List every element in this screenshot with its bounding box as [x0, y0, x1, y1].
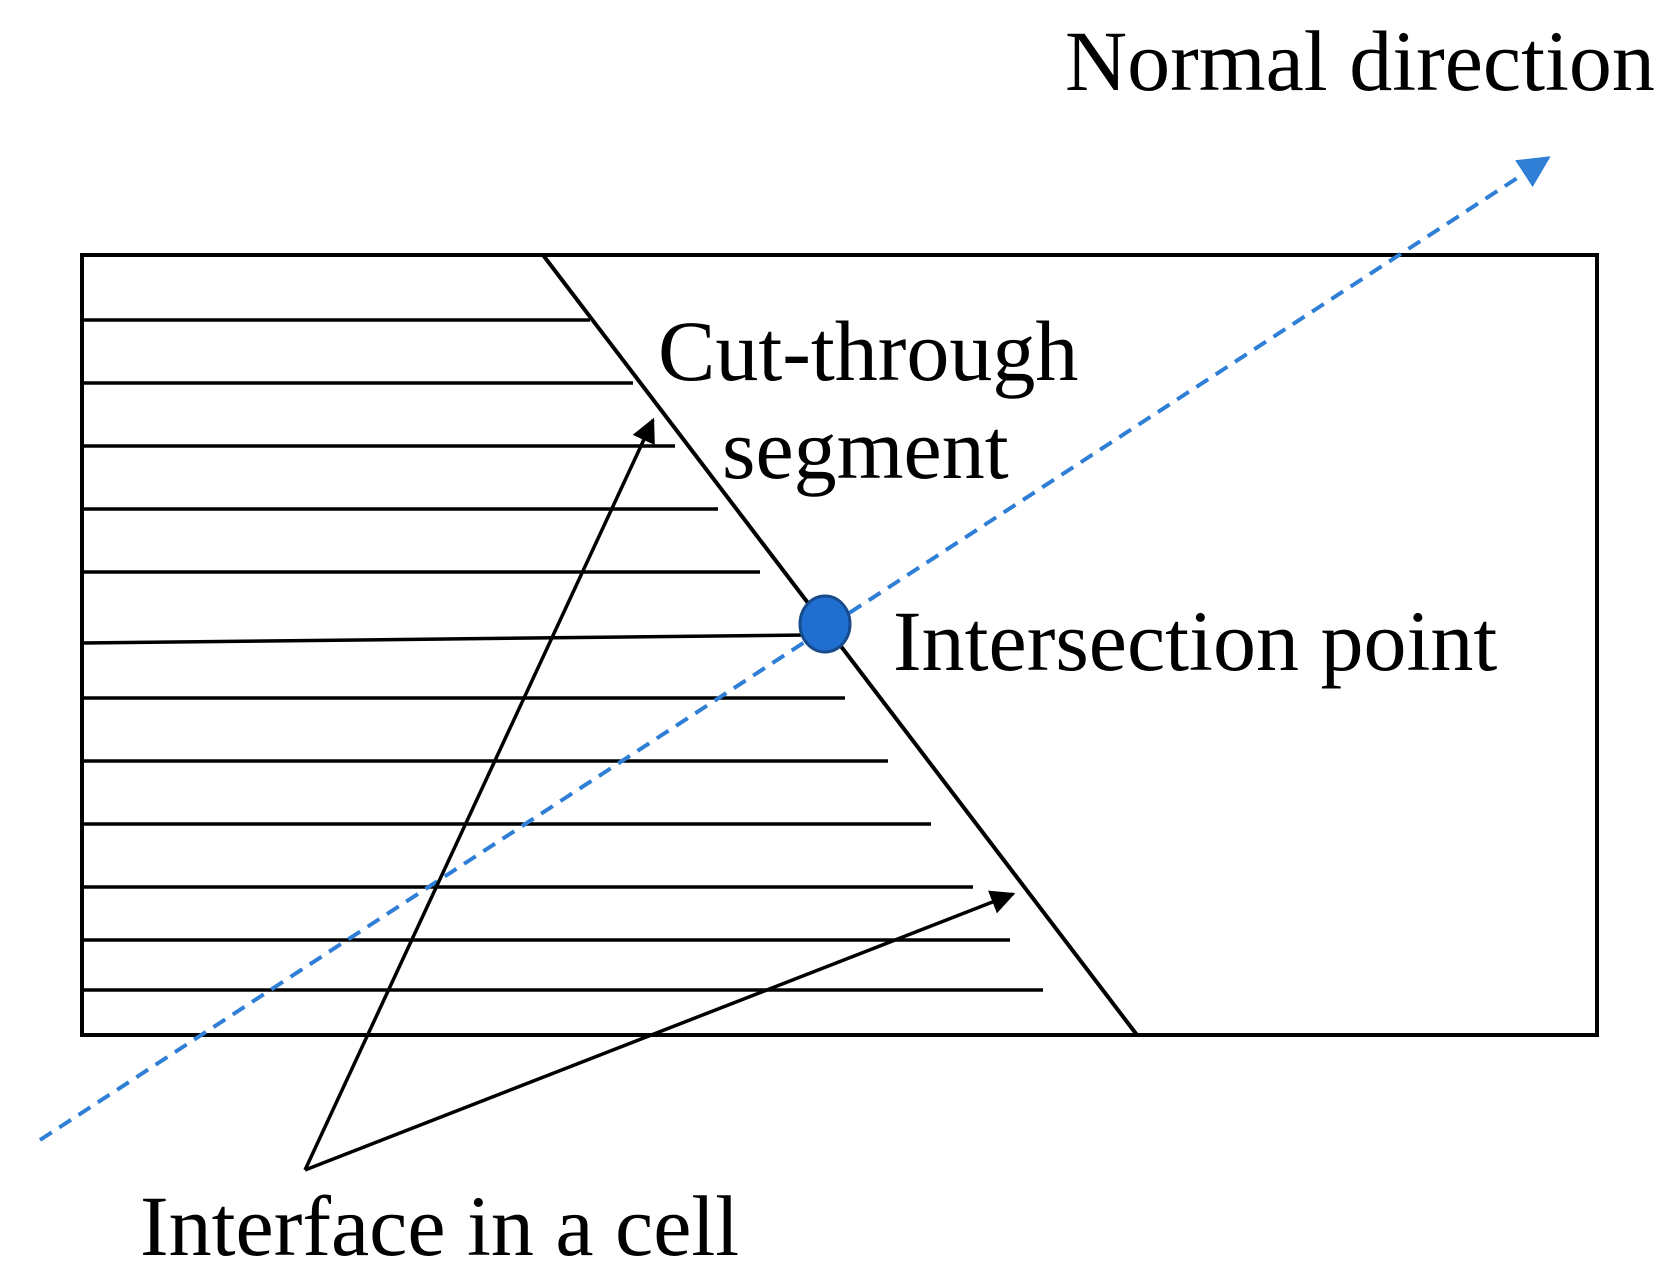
intersection-point-marker: [798, 594, 852, 654]
hatched-fluid-region: [81, 318, 1043, 992]
pointer-arrow-upper: [303, 417, 655, 1171]
pointer-arrow-lower: [304, 890, 1016, 1172]
cell-boundary: [80, 253, 1599, 1037]
cut-through-label-line2: segment: [722, 401, 1009, 497]
cut-through-label-line1: Cut-through: [658, 303, 1078, 399]
interface-pointer-arrows: [303, 417, 1016, 1172]
interface-in-cell-label: Interface in a cell: [140, 1178, 739, 1270]
hatch-line: [81, 633, 809, 645]
normal-direction-label: Normal direction: [1065, 13, 1655, 109]
intersection-point-label: Intersection point: [893, 593, 1497, 689]
normal-direction-arrow: [38, 156, 1551, 1142]
